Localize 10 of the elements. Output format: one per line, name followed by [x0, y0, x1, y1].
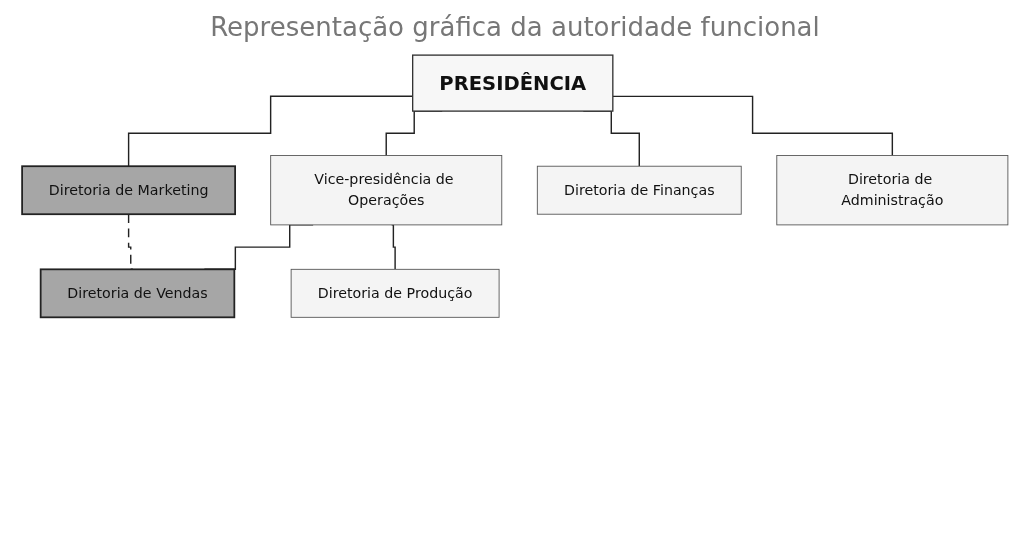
node-box: PRESIDÊNCIA	[412, 54, 614, 112]
diagram-title: Representação gráfica da autoridade funcional	[210, 12, 820, 42]
connector	[390, 224, 396, 271]
node-box: Diretoria de Administração	[776, 155, 1009, 226]
node-box: Diretoria de Finanças	[536, 165, 742, 215]
connector	[612, 95, 894, 157]
node-box: Diretoria de Vendas	[39, 268, 236, 319]
node-box: Diretoria de Produção	[290, 268, 500, 318]
node-box: Diretoria de Marketing	[21, 165, 236, 216]
node-box: Vice-presidência de Operações	[270, 155, 503, 226]
